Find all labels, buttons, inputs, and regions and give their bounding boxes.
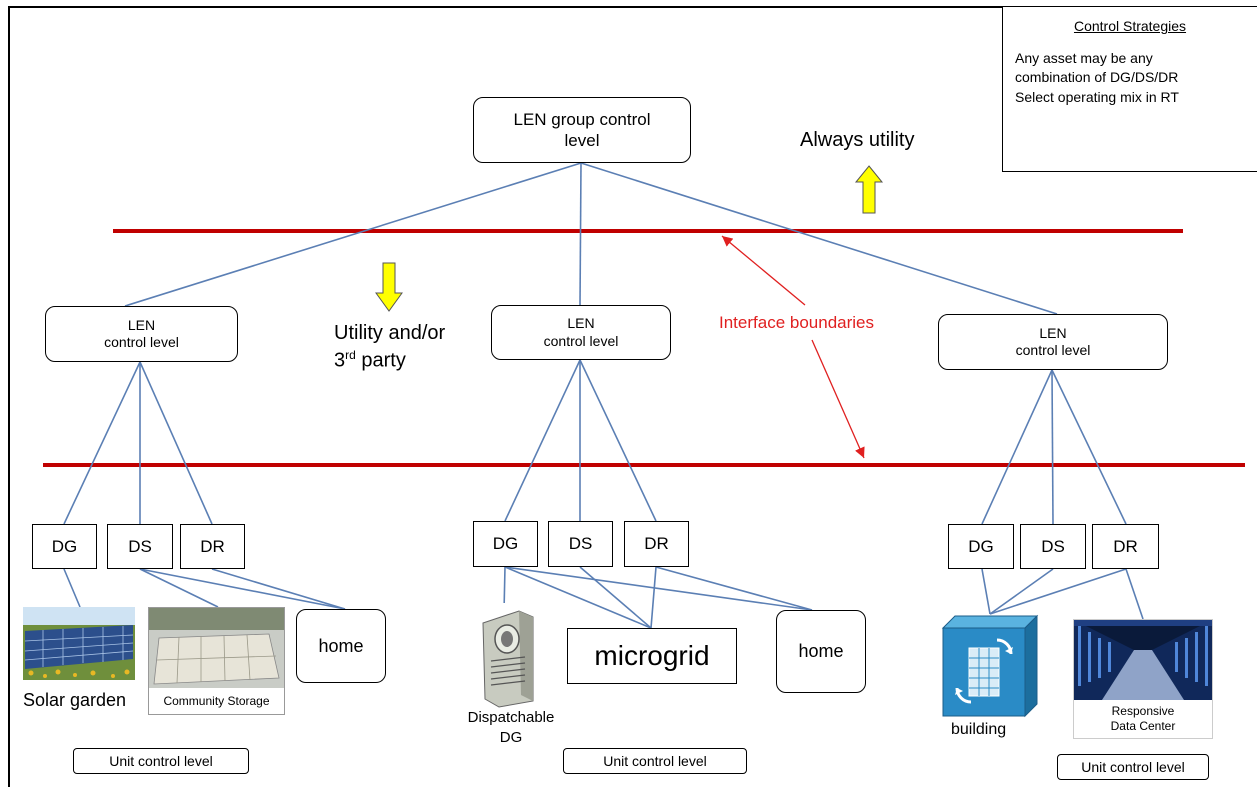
community-storage-image: Community Storage — [148, 607, 285, 715]
legend-line: Select operating mix in RT — [1015, 88, 1179, 105]
top-box-line1: LEN group control — [513, 109, 651, 129]
ds-box: DS — [107, 524, 173, 569]
legend-line: combination of DG/DS/DR — [1015, 69, 1179, 86]
len-control-box-2: LEN control level — [491, 305, 671, 360]
interface-arrow-down — [811, 339, 865, 459]
dg-box: DG — [948, 524, 1014, 569]
unit-control-level-box: Unit control level — [1057, 754, 1209, 780]
ds-box: DS — [1020, 524, 1086, 569]
building-image: building — [941, 614, 1039, 740]
data-center-image: Responsive Data Center — [1073, 619, 1213, 739]
dg-box: DG — [32, 524, 97, 569]
solar-garden-label: Solar garden — [23, 690, 127, 710]
len2-wires — [503, 359, 813, 629]
utility-line2: 3rd party — [334, 347, 445, 375]
dispatchable-line2: DG — [499, 728, 523, 746]
third-suffix: rd — [345, 348, 356, 362]
dr-box: DR — [1092, 524, 1159, 569]
always-utility-label: Always utility — [800, 129, 915, 151]
ds-box: DS — [548, 521, 613, 567]
len-box-line2: control level — [543, 332, 619, 349]
home-box: home — [296, 609, 386, 683]
len-group-control-box: LEN group control level — [473, 97, 691, 163]
len-box-line1: LEN — [567, 315, 595, 331]
party-text: party — [355, 349, 406, 372]
len-box-line2: control level — [104, 334, 179, 350]
dispatchable-dg-label: Dispatchable DG — [461, 708, 561, 745]
len-box-line2: control level — [1015, 342, 1091, 358]
diagram-frame — [8, 6, 1257, 787]
up-arrow-icon — [854, 165, 884, 214]
interface-arrow-up — [721, 235, 806, 306]
group-wires — [124, 162, 1058, 315]
solar-panel-image — [23, 607, 135, 680]
unit-control-level-box: Unit control level — [563, 748, 747, 774]
building-label: building — [951, 721, 1007, 738]
len-box-line1: LEN — [127, 316, 156, 333]
utility-third-party-label: Utility and/or 3rd party — [334, 320, 445, 375]
unit-control-level-box: Unit control level — [73, 748, 249, 774]
dr-box: DR — [624, 521, 689, 567]
legend-title: Control Strategies — [1073, 18, 1187, 34]
home-box: home — [776, 610, 866, 693]
legend-line: Any asset may be any — [1015, 49, 1153, 66]
len-control-box-1: LEN control level — [45, 306, 238, 362]
dr-box: DR — [180, 524, 245, 569]
down-arrow-icon — [375, 262, 403, 312]
dg-box: DG — [473, 521, 538, 567]
len1-wires — [63, 361, 346, 610]
control-strategies-legend: Control Strategies Any asset may be any … — [1002, 6, 1257, 172]
microgrid-box: microgrid — [567, 628, 737, 684]
data-center-label: Responsive Data Center — [1074, 700, 1212, 734]
top-box-line2: level — [564, 131, 600, 150]
data-center-line2: Data Center — [1110, 719, 1176, 733]
interface-boundaries-label: Interface boundaries — [719, 313, 874, 332]
community-storage-label: Community Storage — [163, 694, 270, 708]
utility-line1: Utility and/or — [334, 322, 446, 344]
dispatchable-dg-image: Dispatchable DG — [461, 603, 561, 745]
third-number: 3 — [334, 349, 346, 372]
data-center-line1: Responsive — [1111, 704, 1175, 718]
len-control-box-3: LEN control level — [938, 314, 1168, 370]
len3-wires — [981, 369, 1144, 620]
len-box-line1: LEN — [1039, 324, 1067, 341]
dispatchable-line1: Dispatchable — [467, 709, 555, 726]
